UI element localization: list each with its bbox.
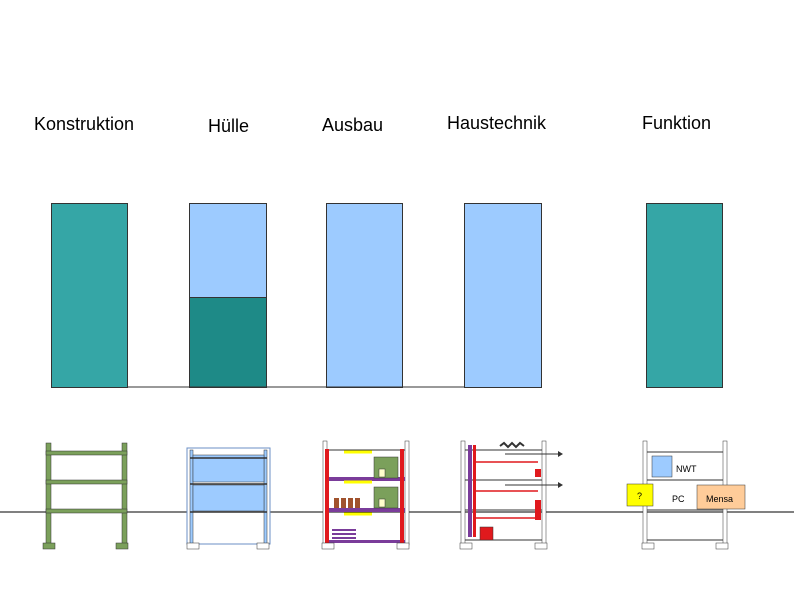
frame-haustechnik <box>459 440 563 550</box>
room-nwt <box>651 455 673 478</box>
frame-funktion: NWT ? PC Mensa <box>626 440 746 550</box>
room-mensa <box>696 484 746 510</box>
label-nwt: NWT <box>676 464 697 474</box>
heading-ausbau: Ausbau <box>322 115 384 135</box>
room-unknown <box>626 483 654 507</box>
frame-ausbau <box>321 440 410 550</box>
bar-funktion <box>646 203 723 388</box>
bar-ausbau <box>326 203 403 388</box>
heading-haustechnik: Haustechnik <box>447 113 547 133</box>
heading-huelle: Hülle <box>208 116 250 136</box>
bar-konstruktion <box>51 203 128 388</box>
label-pc: PC <box>672 494 685 504</box>
bar-huelle-lower-segment <box>190 297 266 387</box>
label-unknown: ? <box>637 491 642 501</box>
heading-konstruktion: Konstruktion <box>34 114 135 134</box>
label-mensa: Mensa <box>706 494 733 504</box>
frame-konstruktion <box>42 442 129 550</box>
bar-huelle <box>189 203 267 388</box>
heading-funktion: Funktion <box>642 113 712 133</box>
bar-haustechnik <box>464 203 542 388</box>
frame-huelle <box>186 447 271 550</box>
